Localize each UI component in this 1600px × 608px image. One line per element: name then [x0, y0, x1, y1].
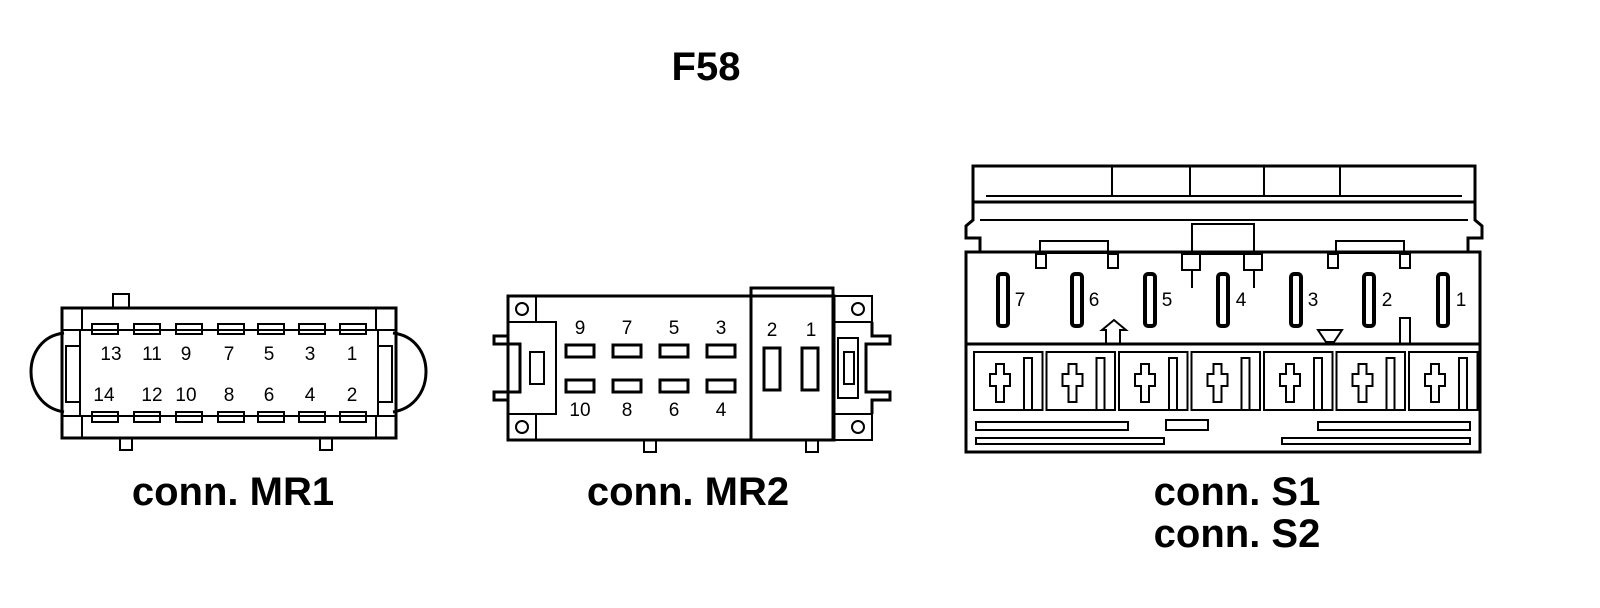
s-pin-label: 5: [1162, 290, 1173, 311]
s-cavity: [973, 351, 1044, 411]
s-housing: [964, 250, 1482, 454]
s-cavity-key: [989, 363, 1011, 403]
s2-caption: conn. S2: [1154, 512, 1321, 556]
s-pin-label: 4: [1236, 290, 1247, 311]
s-top-cap: [971, 164, 1477, 204]
mr2-pin-label: 1: [806, 320, 817, 341]
s-lower-cavities: [973, 351, 1479, 411]
mr2-side-terminal: [762, 346, 782, 392]
mr1-top-terminals: [91, 323, 367, 335]
mr2-top-terminals: [564, 343, 737, 359]
connector-mr1: 13 11 9 7 5 3 1 14 12 10 8 6 4 2: [29, 293, 428, 451]
connector-mr2: 9 7 5 3 10 8 6 4 2 1: [492, 286, 892, 453]
mr2-pin-label: 8: [622, 400, 633, 421]
mr1-housing: [60, 306, 398, 440]
diagram-title: F58: [672, 45, 741, 89]
s-pin-label: 6: [1089, 290, 1100, 311]
s-cavity: [1408, 351, 1479, 411]
mr1-caption: conn. MR1: [132, 470, 334, 514]
mr1-pin-label: 7: [224, 344, 235, 365]
mr1-pin-label: 4: [305, 385, 316, 406]
s-cavity: [1335, 351, 1406, 411]
mr2-side-section: [749, 286, 835, 442]
s-pin-label: 1: [1456, 290, 1467, 311]
s-cavity-key: [1134, 363, 1156, 403]
s1-caption: conn. S1: [1154, 470, 1321, 514]
mr1-pin-label: 2: [347, 385, 358, 406]
s-cavity-key: [1279, 363, 1301, 403]
mr2-caption: conn. MR2: [587, 470, 789, 514]
mr1-pin-label: 5: [264, 344, 275, 365]
s-cavity-key: [1061, 363, 1084, 403]
s-cavity-key: [1351, 363, 1374, 403]
s-cavity-key: [1206, 363, 1229, 403]
s-terminals: [996, 272, 1450, 328]
s-pin-label: 7: [1015, 290, 1026, 311]
mr2-pin-label: 6: [669, 400, 680, 421]
mr1-left-latch: [29, 331, 65, 414]
mr1-pin-label: 11: [142, 344, 162, 365]
mr1-pin-label: 6: [264, 385, 275, 406]
mr1-pin-label: 8: [224, 385, 235, 406]
mr1-pin-label: 3: [305, 344, 316, 365]
mr1-pin-label: 9: [181, 344, 192, 365]
mr1-pin-label: 10: [175, 385, 196, 406]
s-cavity-slot: [1168, 357, 1178, 411]
s-cavity: [1045, 351, 1116, 411]
s-cavity-slot: [1023, 357, 1033, 411]
mr2-pin-label: 10: [569, 400, 590, 421]
mr1-pin-label: 13: [100, 344, 121, 365]
s-pin-label: 3: [1308, 290, 1319, 311]
mr1-right-latch: [392, 331, 428, 414]
connector-s1-s2: 7 6 5 4 3 2 1: [964, 164, 1484, 454]
s-cavity-slot: [1385, 357, 1396, 411]
s-cavity-key: [1424, 363, 1446, 403]
mr2-pin-label: 2: [767, 320, 778, 341]
mr2-pin-label: 5: [669, 318, 680, 339]
s-cavity: [1263, 351, 1334, 411]
mr2-pin-label: 9: [575, 318, 586, 339]
mr2-bottom-terminals: [564, 378, 737, 394]
s-cavity-slot: [1095, 357, 1106, 411]
s-cavity-slot: [1458, 357, 1468, 411]
mr2-pin-label: 4: [716, 400, 727, 421]
mr2-side-terminal: [800, 346, 820, 392]
mr1-pin-label: 14: [93, 385, 115, 406]
mr1-bottom-terminals: [91, 411, 367, 423]
s-cavity-slot: [1313, 357, 1323, 411]
s-pin-label: 2: [1382, 290, 1393, 311]
s-cavity: [1190, 351, 1261, 411]
s-cavity: [1118, 351, 1189, 411]
mr1-pin-label: 12: [141, 385, 162, 406]
mr2-pin-label: 3: [716, 318, 727, 339]
mr2-pin-label: 7: [622, 318, 633, 339]
mr1-pin-label: 1: [347, 344, 358, 365]
s-cavity-slot: [1240, 357, 1251, 411]
